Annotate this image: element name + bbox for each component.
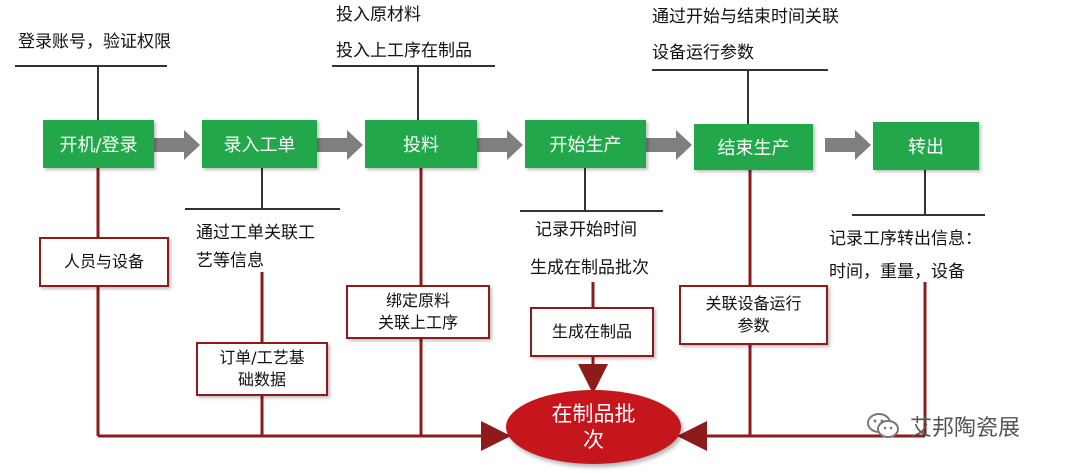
final-text-line2: 次 — [583, 428, 604, 452]
note-timelink-line2: 设备运行参数 — [652, 43, 754, 63]
final-wip-batch: 在制品批 次 — [506, 390, 681, 464]
note-feed-line2: 投入上工序在制品 — [336, 41, 472, 61]
final-text-line1: 在制品批 — [551, 402, 636, 426]
step-label: 录入工单 — [223, 135, 296, 156]
box-generate-wip: 生成在制品 — [530, 307, 654, 357]
step-label: 投料 — [403, 135, 439, 156]
step-label: 结束生产 — [717, 138, 790, 159]
step-transfer-out: 转出 — [873, 122, 979, 170]
note-order-line2: 艺等信息 — [196, 251, 264, 271]
step-label: 开机/登录 — [59, 135, 138, 156]
note-order-line1: 通过工单关联工 — [196, 223, 315, 243]
wechat-bubble-icon — [867, 413, 899, 438]
step-enter-order: 录入工单 — [202, 120, 317, 168]
note-transfer-line2: 时间，重量，设备 — [829, 262, 965, 282]
note-transfer-line1: 记录工序转出信息： — [829, 229, 982, 249]
step-end-production: 结束生产 — [694, 124, 813, 170]
note-feed-line1: 投入原材料 — [336, 5, 421, 25]
box-personnel-equipment: 人员与设备 — [39, 237, 169, 287]
brand-text: 艾邦陶瓷展 — [910, 416, 1021, 441]
box-bind-material: 绑定原料关联上工序 — [346, 285, 490, 339]
step-power-login: 开机/登录 — [43, 120, 154, 168]
step-start-production: 开始生产 — [525, 120, 646, 168]
box-text-line1: 绑定原料 — [385, 291, 450, 310]
step-feed: 投料 — [365, 120, 477, 168]
note-start-line2: 生成在制品批次 — [530, 258, 649, 278]
box-link-equipment-params: 关联设备运行参数 — [679, 285, 828, 345]
step-label: 转出 — [908, 137, 944, 158]
box-text-line1: 关联设备运行 — [705, 294, 802, 313]
box-text-line1: 订单/工艺基 — [219, 348, 305, 367]
box-order-process-data: 订单/工艺基础数据 — [196, 342, 328, 396]
note-login-verify: 登录账号，验证权限 — [18, 32, 171, 52]
step-label: 开始生产 — [549, 135, 622, 156]
box-text-line2: 关联上工序 — [377, 313, 458, 332]
box-text-line2: 参数 — [737, 316, 770, 335]
brand-watermark: 艾邦陶瓷展 — [866, 410, 1020, 442]
note-start-line1: 记录开始时间 — [535, 220, 637, 240]
box-text-line2: 础数据 — [237, 370, 286, 389]
box-text: 人员与设备 — [63, 252, 144, 271]
box-text: 生成在制品 — [551, 322, 632, 341]
note-timelink-line1: 通过开始与结束时间关联 — [652, 7, 839, 27]
